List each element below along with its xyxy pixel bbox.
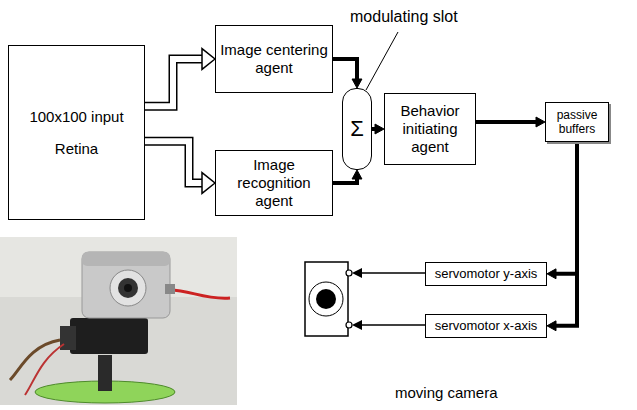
connector <box>547 142 577 279</box>
arrow-head <box>352 170 362 179</box>
connector <box>547 142 577 331</box>
agent-box: Image centering agent <box>215 25 333 93</box>
thick-arrow-line <box>555 142 577 274</box>
arrow-head <box>375 124 384 134</box>
connector <box>333 59 362 88</box>
connector <box>333 170 362 183</box>
servo-box: servomotor x-axis <box>425 314 547 338</box>
agent-box: Image recognition agent <box>215 150 333 216</box>
arrow-head <box>547 321 556 331</box>
arrow-head <box>536 117 545 127</box>
node-text: passive buffers <box>550 108 604 137</box>
thick-arrow-line <box>333 59 357 80</box>
thick-arrow-line <box>476 120 537 124</box>
arrow-head <box>352 79 362 88</box>
arrow-head <box>547 269 556 279</box>
connector <box>476 117 545 127</box>
camera-photo <box>0 237 237 405</box>
caption-label: moving camera <box>395 384 498 401</box>
arrow-head <box>202 49 215 70</box>
node-text: Retina <box>55 140 98 158</box>
connector <box>145 49 215 107</box>
retina-box: 100x100 inputRetina <box>8 45 145 220</box>
hollow-arrow-fill <box>145 141 203 183</box>
connector <box>145 141 215 193</box>
node-text: Image centering agent <box>220 41 328 77</box>
node-text: Behavior initiating agent <box>389 102 471 156</box>
hollow-arrow-outline <box>145 141 203 183</box>
agent-box: Behavior initiating agent <box>384 93 476 165</box>
node-text: servomotor y-axis <box>435 266 538 282</box>
hollow-arrow-fill <box>145 59 203 106</box>
thick-arrow-line <box>555 142 577 326</box>
callout-label: modulating slot <box>350 8 458 26</box>
node-text: 100x100 input <box>29 108 123 126</box>
leader-line <box>366 32 398 90</box>
node-text: servomotor x-axis <box>435 318 538 334</box>
buffer-box: passive buffers <box>545 102 609 142</box>
camera-symbol <box>305 262 425 336</box>
node-text: Σ <box>350 116 364 142</box>
servo-box: servomotor y-axis <box>425 262 547 286</box>
hollow-arrow-outline <box>145 59 203 106</box>
node-text: Image recognition agent <box>220 156 328 210</box>
arrow-head <box>202 173 215 194</box>
connector <box>372 124 384 134</box>
sum-slot: Σ <box>342 88 372 170</box>
